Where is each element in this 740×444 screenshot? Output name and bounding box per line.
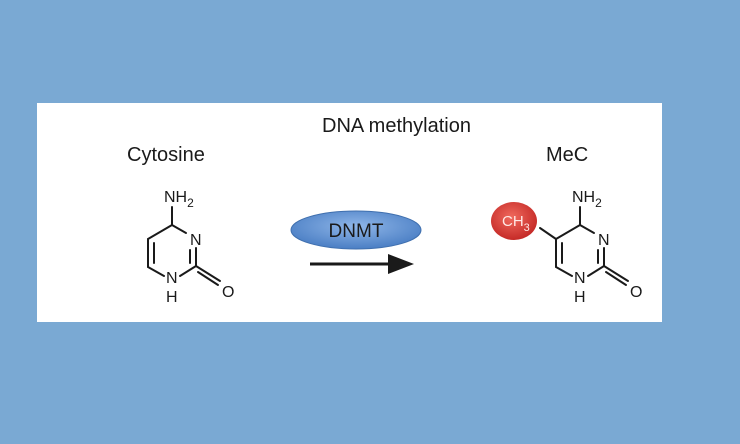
- cytosine-label: Cytosine: [127, 144, 205, 166]
- methyl-label: CH3: [502, 213, 530, 234]
- reaction-arrow: [310, 254, 414, 274]
- methyl-group-circle: [491, 202, 537, 240]
- mec-amine-label: NH2: [572, 189, 602, 210]
- cytosine-ring-nh-h: H: [166, 289, 178, 306]
- mec-carbonyl-o: O: [630, 284, 642, 301]
- enzyme-label: DNMT: [329, 221, 384, 242]
- enzyme-oval: [290, 210, 422, 250]
- cytosine-ring-nh-n: N: [166, 270, 178, 287]
- mec-ring-n: N: [598, 232, 610, 249]
- cytosine-amine-label: NH2: [164, 189, 194, 210]
- cytosine-structure: [147, 206, 221, 286]
- mec-label: MeC: [546, 144, 589, 166]
- cytosine-carbonyl-o: O: [222, 284, 234, 301]
- mec-atoms: CH3 NH2 N N H O: [502, 189, 642, 306]
- mec-structure: [539, 206, 629, 286]
- mec-ring-nh-n: N: [574, 270, 586, 287]
- diagram-title: DNA methylation: [322, 115, 471, 137]
- cytosine-ring-n: N: [190, 232, 202, 249]
- mec-ring-nh-h: H: [574, 289, 586, 306]
- cytosine-atoms: NH2 N N H O: [164, 189, 234, 306]
